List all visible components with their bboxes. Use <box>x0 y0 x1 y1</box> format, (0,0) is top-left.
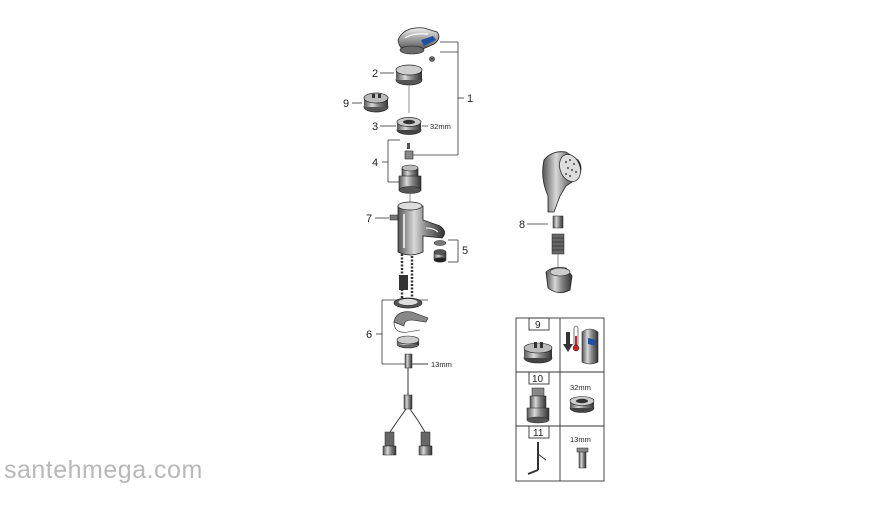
mounting-nut <box>396 335 420 349</box>
callout-3: 3 <box>372 121 378 133</box>
pin <box>407 143 410 149</box>
bracket-4 <box>382 139 400 183</box>
dimension-13mm: 13mm <box>431 360 452 369</box>
mounting-plate <box>393 311 429 333</box>
aerator <box>433 240 447 263</box>
legend-handle-icon <box>581 328 599 365</box>
callout-9: 9 <box>343 98 349 110</box>
lever-handle <box>397 27 440 55</box>
cartridge <box>398 150 422 194</box>
legend-dimension-13mm: 13mm <box>570 435 591 444</box>
bracket-1 <box>410 41 464 156</box>
spare-parts-legend <box>515 317 605 482</box>
callout-8: 8 <box>519 219 525 231</box>
hand-shower <box>542 151 582 213</box>
legend-temperature-icon <box>563 325 580 352</box>
legend-row2-number: 10 <box>532 374 544 385</box>
mounting-washer <box>393 297 423 309</box>
hose-connector <box>403 394 413 410</box>
shower-hose <box>551 233 565 255</box>
callout-6: 6 <box>366 329 372 341</box>
hose-fitting-left <box>382 431 397 456</box>
legend-tool-cap <box>523 342 553 364</box>
hose-fitting-right <box>418 431 433 456</box>
callout-1: 1 <box>467 93 473 105</box>
hose-lines <box>389 408 426 433</box>
threaded-rod <box>404 353 413 369</box>
shower-connector <box>552 215 564 229</box>
hose-end <box>399 275 408 290</box>
watermark: santehmega.com <box>4 456 203 484</box>
legend-cartridge <box>526 387 550 424</box>
legend-hex-key <box>527 442 547 475</box>
legend-dimension-32mm: 32mm <box>570 383 591 392</box>
tool-cap <box>363 92 389 113</box>
callout-2: 2 <box>372 68 378 80</box>
bracket-5 <box>448 239 459 263</box>
cover-cap <box>395 64 423 86</box>
callout-7: 7 <box>366 213 372 225</box>
callout-4: 4 <box>372 157 378 169</box>
legend-socket-13 <box>576 447 589 469</box>
legend-nut-32 <box>569 396 595 413</box>
nut-32 <box>396 117 422 135</box>
faucet-body <box>397 201 445 256</box>
pop-up-rod <box>389 214 399 221</box>
legend-row1-number: 9 <box>535 320 541 331</box>
wall-holder <box>545 267 573 293</box>
set-screw <box>429 56 435 62</box>
callout-5: 5 <box>462 245 468 257</box>
legend-row3-number: 11 <box>533 428 544 439</box>
dimension-32mm: 32mm <box>430 122 451 131</box>
